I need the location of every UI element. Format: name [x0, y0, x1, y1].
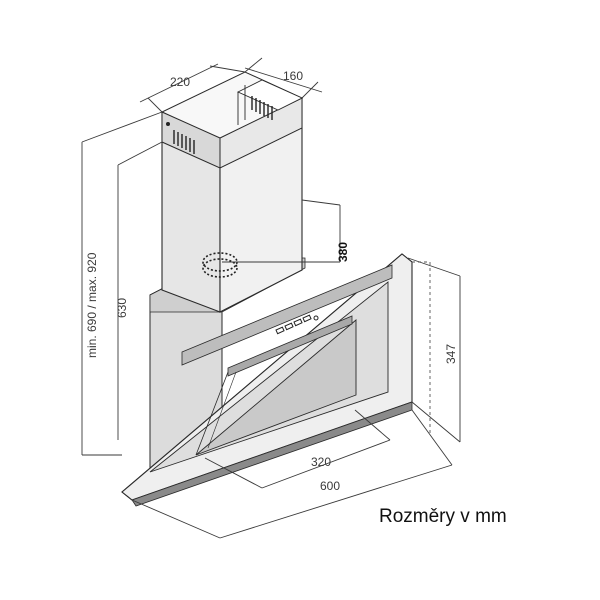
- dim-chimney-width: [139, 63, 246, 113]
- chimney: [160, 71, 304, 313]
- chimney-vent-slots-left: [166, 122, 195, 154]
- label-chimney-height: 630: [115, 298, 129, 318]
- dim-chimney-depth: [244, 57, 323, 99]
- dim-height-range: [81, 111, 163, 456]
- label-height-range: min. 690 / max. 920: [85, 252, 99, 358]
- label-chimney-depth: 160: [283, 69, 303, 83]
- units-caption: Rozměry v mm: [379, 506, 507, 527]
- dim-chimney-height: [117, 141, 163, 440]
- chimney-vent-slots-right: [251, 96, 273, 120]
- label-panel-height: 347: [444, 344, 458, 364]
- label-inner-width: 320: [311, 455, 331, 469]
- label-chimney-width: 220: [170, 75, 190, 89]
- dim-inner-width: [204, 409, 391, 489]
- label-vent-height: 380: [336, 242, 350, 262]
- dim-panel-height: [407, 257, 461, 443]
- dim-vent-height: [222, 199, 341, 263]
- hood-glass-panel: [121, 253, 413, 507]
- control-buttons: [275, 314, 319, 335]
- dim-total-width: [131, 409, 453, 539]
- label-total-width: 600: [320, 479, 340, 493]
